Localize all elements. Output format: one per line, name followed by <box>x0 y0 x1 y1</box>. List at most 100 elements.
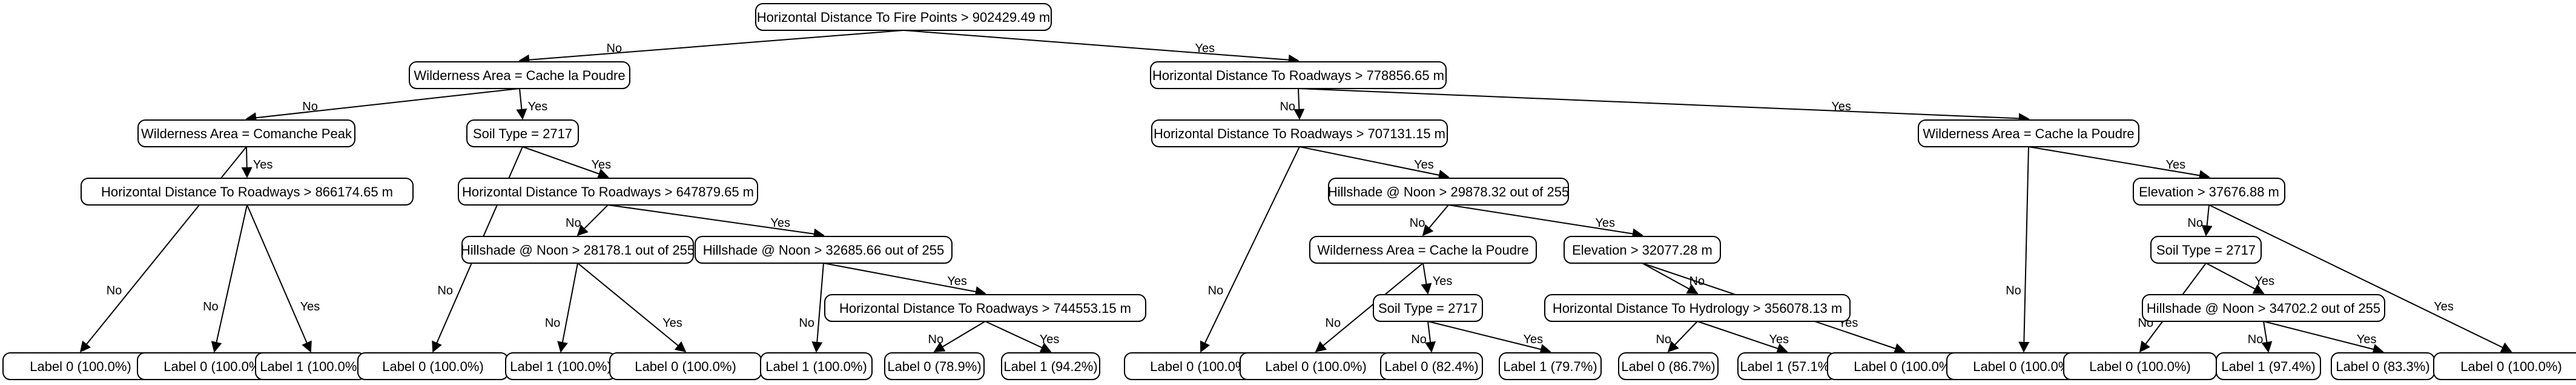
edge-label-no: No <box>1208 284 1224 297</box>
decision-node-box <box>461 236 694 264</box>
decision-node-box <box>2150 236 2262 264</box>
leaf-node: Label 0 (100.0%) <box>357 352 509 380</box>
leaf-node: Label 0 (86.7%) <box>1618 352 1719 380</box>
edge-label-no: No <box>1410 216 1425 230</box>
decision-node-label: Horizontal Distance To Roadways > 744553… <box>839 301 1131 316</box>
edge-label-yes: Yes <box>1831 100 1851 113</box>
leaf-node: Label 0 (100.0%) <box>609 352 762 380</box>
edge-n7-n8 <box>823 263 986 297</box>
edge-label-yes: Yes <box>1769 333 1789 346</box>
edge-n19-L18 <box>2261 321 2273 353</box>
decision-node: Soil Type = 2717 <box>2150 236 2262 264</box>
decision-node-label: Soil Type = 2717 <box>1378 301 1478 316</box>
decision-node-box <box>755 3 1052 31</box>
leaf-node: Label 0 (83.3%) <box>2331 352 2435 380</box>
leaf-node-label: Label 0 (100.0%) <box>2460 359 2562 374</box>
edge-label-no: No <box>1656 333 1671 346</box>
decision-node-label: Horizontal Distance To Roadways > 707131… <box>1154 126 1445 141</box>
leaf-node-label: Label 0 (100.0%) <box>2089 359 2191 374</box>
decision-node: Horizontal Distance To Roadways > 866174… <box>81 178 414 206</box>
edge-n19-L19 <box>2263 321 2384 355</box>
edge-label-yes: Yes <box>1040 333 1060 346</box>
leaf-node-label: Label 1 (94.2%) <box>1003 359 1097 374</box>
leaf-node-box <box>2216 352 2321 380</box>
decision-node: Hillshade @ Noon > 28178.1 out of 255 <box>461 236 695 264</box>
decision-node-label: Soil Type = 2717 <box>2156 243 2256 258</box>
leaf-node: Label 1 (100.0%) <box>760 352 873 380</box>
edge-n4-n5 <box>522 146 609 179</box>
edge-n3-L2 <box>246 204 312 353</box>
decision-node: Soil Type = 2717 <box>1373 294 1483 322</box>
decision-node-label: Elevation > 37676.88 m <box>2139 184 2279 199</box>
leaf-node-box <box>1380 352 1483 380</box>
edge-n15-L14 <box>1697 321 1788 354</box>
decision-node-label: Hillshade @ Noon > 32685.66 out of 255 <box>703 243 944 258</box>
edge-label-no: No <box>302 100 318 113</box>
edge-label-yes: Yes <box>253 158 273 172</box>
decision-node-box <box>1544 294 1851 322</box>
decision-node-box <box>695 236 953 264</box>
decision-node-label: Soil Type = 2717 <box>473 126 572 141</box>
edge-n8-L7 <box>933 321 986 352</box>
edge-label-no: No <box>799 316 814 330</box>
edge-n0-n9 <box>903 30 1300 65</box>
edge-label-yes: Yes <box>592 158 612 172</box>
edge-label-yes: Yes <box>2357 333 2377 346</box>
edge-n15-L13 <box>1667 321 1698 353</box>
edge-n12-L10 <box>1315 263 1424 353</box>
decision-node-box <box>1328 178 1569 206</box>
leaf-node: Label 1 (100.0%) <box>255 352 366 380</box>
edge-label-yes: Yes <box>2166 158 2186 172</box>
edge-n13-L11 <box>1425 321 1436 353</box>
leaf-node-label: Label 0 (100.0%) <box>635 359 736 374</box>
decision-node: Wilderness Area = Cache la Poudre <box>409 61 630 89</box>
edge-n16-L16 <box>2018 146 2030 353</box>
edge-label-yes: Yes <box>1195 42 1215 55</box>
edge-n11-n14 <box>1448 204 1643 239</box>
decision-node: Soil Type = 2717 <box>466 119 579 147</box>
decision-node-label: Elevation > 32077.28 m <box>1572 243 1712 258</box>
leaf-node: Label 0 (100.0%) <box>2 352 159 380</box>
decision-node-box <box>1150 61 1447 89</box>
edge-label-no: No <box>1411 333 1427 346</box>
edge-n5-n6 <box>576 204 609 236</box>
edge-n12-n13 <box>1421 263 1432 295</box>
leaf-node-label: Label 0 (83.3%) <box>2336 359 2429 374</box>
decision-node-box <box>458 178 758 206</box>
edge-n10-L9 <box>1200 146 1300 353</box>
edge-n5-n7 <box>607 204 825 239</box>
decision-node-label: Wilderness Area = Comanche Peak <box>141 126 352 141</box>
decision-node-box <box>466 119 579 147</box>
leaf-node-box <box>1499 352 1602 380</box>
edge-n1-n2 <box>245 88 520 124</box>
edge-n17-L20 <box>2208 204 2512 353</box>
leaf-node: Label 1 (97.4%) <box>2216 352 2321 380</box>
decision-node-label: Hillshade @ Noon > 28178.1 out of 255 <box>461 243 695 258</box>
edge-label-no: No <box>437 284 453 297</box>
decision-node: Wilderness Area = Comanche Peak <box>137 119 355 147</box>
edge-label-no: No <box>545 316 561 330</box>
decision-node: Horizontal Distance To Fire Points > 902… <box>755 3 1052 31</box>
decision-node-label: Horizontal Distance To Roadways > 647879… <box>462 184 754 199</box>
leaf-node-label: Label 0 (100.0%) <box>1973 359 2075 374</box>
edge-label-no: No <box>566 216 581 230</box>
edge-n2-n3 <box>241 146 253 178</box>
edge-n17-n18 <box>2201 204 2213 236</box>
leaf-node: Label 0 (100.0%) <box>1240 352 1392 380</box>
edge-label-no: No <box>2006 284 2021 297</box>
leaf-node-label: Label 1 (97.4%) <box>2221 359 2315 374</box>
edge-n3-L1 <box>211 204 248 353</box>
leaf-node: Label 0 (100.0%) <box>1124 352 1278 380</box>
edge-n14-n15 <box>1642 263 1699 294</box>
decision-node-label: Wilderness Area = Cache la Poudre <box>414 68 625 83</box>
edge-label-yes: Yes <box>662 316 682 330</box>
leaf-node-box <box>760 352 873 380</box>
decision-node: Horizontal Distance To Roadways > 778856… <box>1150 61 1447 89</box>
edge-n1-n4 <box>516 88 527 120</box>
leaf-node-label: Label 0 (82.4%) <box>1384 359 1478 374</box>
decision-node: Wilderness Area = Cache la Poudre <box>1918 119 2139 147</box>
leaf-node: Label 1 (100.0%) <box>505 352 616 380</box>
leaf-node-label: Label 0 (86.7%) <box>1621 359 1715 374</box>
leaf-node: Label 0 (82.4%) <box>1380 352 1483 380</box>
